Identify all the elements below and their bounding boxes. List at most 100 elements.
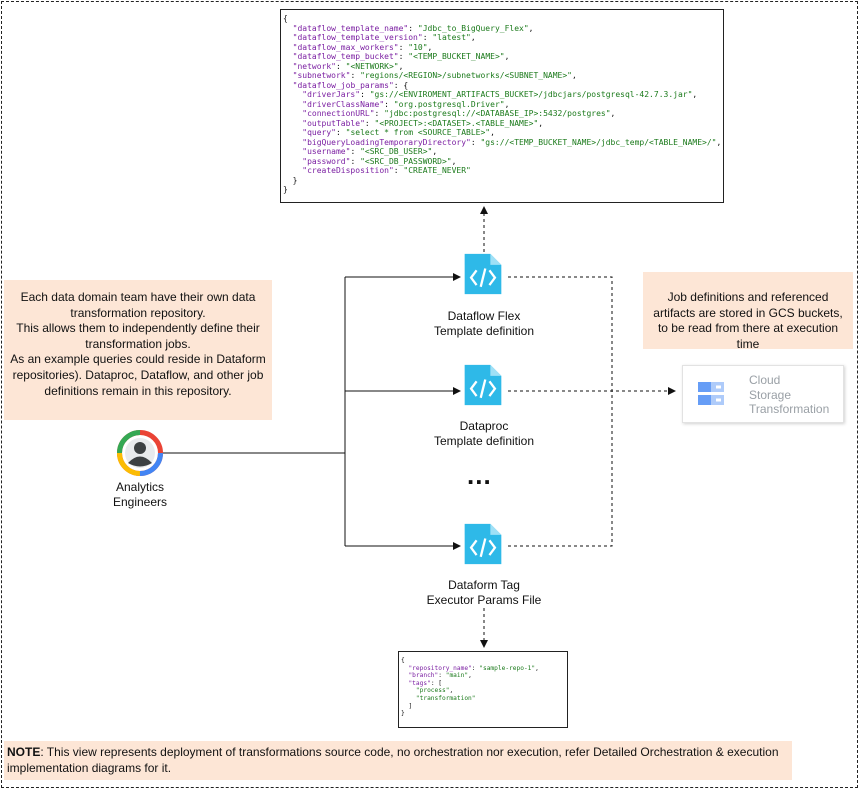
json-string: "10" — [408, 42, 428, 52]
analytics-engineers-label: Analytics Engineers — [95, 480, 185, 509]
json-punct — [283, 119, 302, 128]
json-punct: , — [572, 71, 577, 80]
code-line: } — [283, 176, 723, 186]
label-line: Template definition — [433, 433, 535, 448]
json-punct: : — [384, 99, 394, 109]
json-punct — [283, 100, 302, 109]
cloud-storage-card: Cloud Storage Transformation — [682, 365, 844, 423]
json-punct: { — [283, 14, 288, 23]
json-punct — [283, 33, 293, 42]
json-punct — [283, 81, 293, 90]
json-punct: , — [398, 61, 404, 71]
json-punct — [401, 687, 416, 694]
json-punct: } — [401, 710, 405, 718]
json-key: "connectionURL" — [302, 109, 375, 118]
json-string: "org.postgresql.Driver" — [393, 99, 505, 109]
code-line: "subnetwork": "regions/<REGION>/subnetwo… — [283, 71, 723, 81]
json-string: "process" — [415, 687, 450, 695]
json-punct — [283, 166, 302, 175]
json-punct: : — [350, 147, 361, 156]
dataform-label: Dataform Tag Executor Params File — [409, 578, 559, 607]
code-line: "dataflow_job_params": { — [283, 81, 723, 91]
code-line: } — [283, 185, 723, 195]
json-punct: } — [283, 185, 288, 194]
json-key: "driverJars" — [302, 90, 361, 99]
json-key: "tags" — [408, 679, 431, 687]
json-punct: : [ — [430, 679, 442, 687]
json-punct — [283, 147, 302, 156]
json-punct: : — [364, 118, 375, 128]
analytics-engineers-icon — [117, 430, 163, 476]
label-line: Analytics — [115, 480, 165, 494]
json-punct: : — [393, 166, 404, 175]
json-key: "branch" — [408, 672, 439, 680]
json-string: "<TEMP_BUCKET_NAME>" — [408, 52, 505, 61]
json-string: "CREATE_NEVER" — [403, 166, 471, 175]
json-punct — [283, 43, 293, 52]
json-string: "sample-repo-1" — [479, 664, 536, 672]
note-keyword: NOTE — [7, 745, 41, 759]
json-punct: , — [451, 156, 457, 166]
cloud-storage-icon — [698, 382, 724, 405]
code-line: "network": "<NETWORK>", — [283, 62, 723, 72]
json-key: "network" — [292, 61, 336, 71]
json-punct: , — [692, 90, 698, 99]
json-punct: : { — [393, 80, 409, 90]
json-punct — [283, 138, 302, 147]
json-key: "dataflow_template_name" — [292, 23, 409, 33]
json-punct — [283, 24, 293, 33]
json-punct: , — [610, 109, 616, 118]
json-punct — [283, 90, 302, 99]
code-line: ] — [401, 703, 567, 711]
code-line: { — [283, 14, 723, 24]
json-key: "subnetwork" — [292, 71, 351, 80]
dataproc-code-file-icon — [464, 364, 502, 406]
code-line: "repository_name": "sample-repo-1", — [401, 665, 567, 673]
json-string: "<NETWORK>" — [345, 61, 399, 71]
gcs-note: Job definitions and referenced artifacts… — [643, 272, 853, 351]
json-string: "<PROJECT>:<DATASET>.<TABLE_NAME>" — [374, 118, 539, 128]
code-line: "branch": "main", — [401, 672, 567, 680]
label-line: Storage — [749, 387, 792, 402]
dataform-params-code: { "repository_name": "sample-repo-1", "b… — [398, 651, 568, 728]
json-string: "select * from <SOURCE_TABLE>" — [345, 128, 491, 137]
code-line: "tags": [ — [401, 680, 567, 688]
code-line: "connectionURL": "jdbc:postgresql://<DAT… — [283, 109, 723, 119]
json-key: "driverClassName" — [302, 99, 385, 109]
json-punct — [283, 62, 293, 71]
json-punct: , — [716, 137, 722, 147]
code-line: "dataflow_temp_bucket": "<TEMP_BUCKET_NA… — [283, 52, 723, 62]
code-line: "outputTable": "<PROJECT>:<DATASET>.<TAB… — [283, 119, 723, 129]
json-punct: ] — [401, 702, 413, 710]
label-line: Transformation — [749, 402, 830, 416]
json-string: "latest" — [432, 33, 471, 42]
json-punct: , — [449, 687, 454, 695]
note-text: : This view represents deployment of tra… — [7, 745, 779, 775]
json-key: "password" — [302, 156, 351, 166]
json-punct: : — [360, 90, 370, 99]
json-punct: : — [422, 33, 433, 42]
label-line: Template definition — [433, 323, 535, 338]
json-punct: : — [350, 156, 361, 166]
json-string: "transformation" — [415, 694, 476, 702]
json-punct: : — [374, 109, 385, 118]
json-punct: , — [490, 128, 495, 137]
json-key: "repository_name" — [408, 664, 472, 672]
code-line: "dataflow_max_workers": "10", — [283, 43, 723, 53]
more-items-ellipsis: ... — [467, 460, 492, 490]
code-line: "driverJars": "gs://<ENVIROMENT_ARTIFACT… — [283, 90, 723, 100]
json-punct: , — [470, 33, 476, 42]
dataflow-code-file-icon — [464, 253, 502, 295]
json-string: "gs://<TEMP_BUCKET_NAME>/jdbc_temp/<TABL… — [480, 137, 717, 147]
json-string: "<SRC_DB_PASSWORD>" — [360, 156, 452, 166]
json-key: "dataflow_template_version" — [292, 33, 423, 42]
json-punct — [283, 157, 302, 166]
json-punct: , — [538, 118, 544, 128]
code-line: "username": "<SRC_DB_USER>", — [283, 147, 723, 157]
code-line: "createDisposition": "CREATE_NEVER" — [283, 166, 723, 176]
label-line: Cloud — [749, 373, 781, 387]
code-line: "driverClassName": "org.postgresql.Drive… — [283, 100, 723, 110]
json-key: "dataflow_job_params" — [292, 80, 394, 90]
